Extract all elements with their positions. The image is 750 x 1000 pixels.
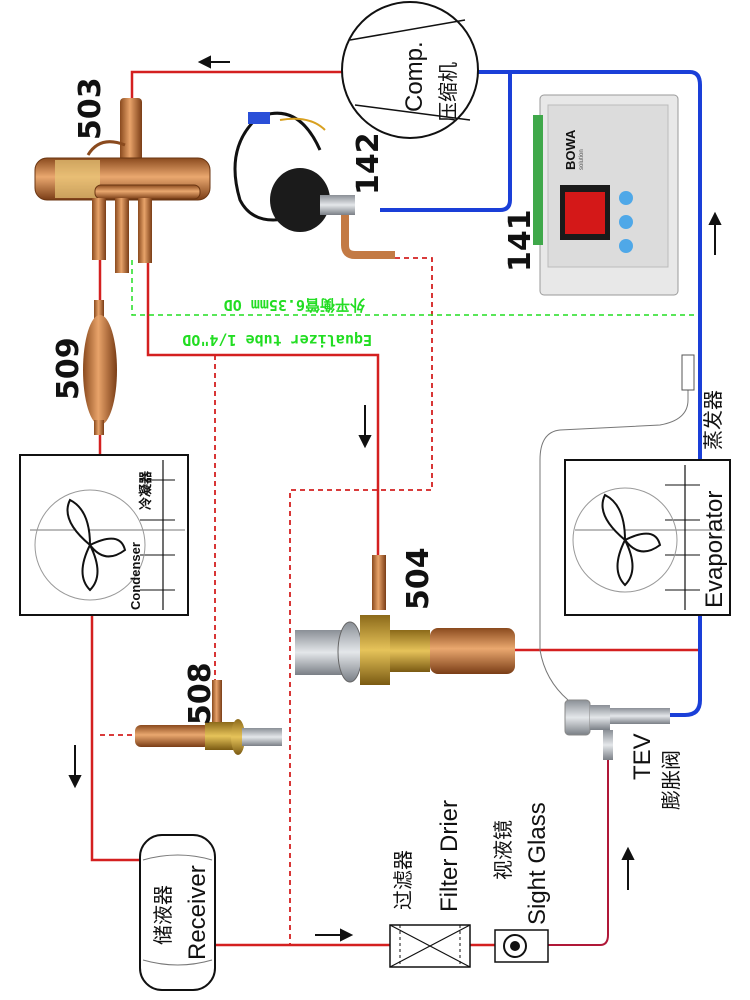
line-503-504 bbox=[146, 260, 380, 555]
equalizer-label-en: Equalizer tube 1/4"OD bbox=[182, 331, 372, 349]
pilot-line-142 bbox=[289, 257, 433, 945]
part-number-508: 508 bbox=[183, 662, 218, 725]
flow-arrow-up-tev bbox=[621, 846, 635, 890]
receiver-label-en: Receiver bbox=[184, 865, 211, 960]
part-number-503: 503 bbox=[73, 77, 108, 140]
sensor-capillary bbox=[539, 385, 689, 701]
flow-arrow-up-right bbox=[708, 211, 722, 255]
sight-glass bbox=[494, 929, 549, 963]
part-number-141: 141 bbox=[503, 209, 538, 272]
condenser-label-en: Condenser bbox=[128, 542, 143, 610]
part-number-504: 504 bbox=[401, 547, 436, 610]
filter-drier-label-cn: 过滤器 bbox=[391, 850, 415, 910]
part-number-509: 509 bbox=[51, 337, 86, 400]
filter-drier-label-en: Filter Drier bbox=[436, 800, 463, 912]
equalizer-line bbox=[131, 260, 695, 316]
line-sight-tev bbox=[548, 760, 609, 946]
compressor: Comp. 压缩机 bbox=[341, 1, 479, 139]
controller-141: BOWA solution bbox=[533, 94, 679, 296]
compressor-label-cn: 压缩机 bbox=[436, 62, 460, 122]
suction-line bbox=[478, 70, 702, 717]
sensor-bulb bbox=[681, 354, 695, 391]
flow-arrow-down-504 bbox=[358, 405, 372, 449]
evaporator-label-en: Evaporator bbox=[701, 491, 728, 608]
sight-glass-label-en: Sight Glass bbox=[524, 802, 551, 925]
flow-arrow-down-left bbox=[68, 745, 82, 789]
suction-to-142-line bbox=[380, 72, 512, 212]
filter-drier bbox=[389, 924, 471, 968]
sight-glass-label-cn: 视液镜 bbox=[491, 820, 515, 880]
tev-valve bbox=[564, 699, 670, 760]
condenser: Condenser 冷凝器 bbox=[19, 454, 189, 616]
valve-508 bbox=[135, 680, 282, 755]
evaporator-label-cn: 蒸发器 bbox=[701, 390, 725, 450]
solenoid-142 bbox=[233, 111, 395, 259]
receiver: 储液器 Receiver bbox=[139, 834, 216, 991]
line-condenser-receiver bbox=[90, 615, 140, 862]
evaporator: Evaporator bbox=[564, 459, 731, 616]
controller-brand: BOWA bbox=[563, 129, 578, 170]
valve-504 bbox=[295, 555, 515, 685]
compressor-label-en: Comp. bbox=[401, 41, 428, 112]
four-way-valve-503 bbox=[34, 98, 211, 273]
flow-arrow-top bbox=[197, 55, 230, 69]
flow-arrow-right-bottom bbox=[315, 928, 354, 942]
receiver-label-cn: 储液器 bbox=[151, 885, 175, 945]
part-number-142: 142 bbox=[351, 132, 386, 195]
condenser-label-cn: 冷凝器 bbox=[138, 470, 153, 510]
controller-sub: solution bbox=[579, 149, 585, 170]
muffler-509 bbox=[83, 300, 117, 435]
tev-label-cn: 膨胀阀 bbox=[659, 750, 683, 810]
tev-label-en: TEV bbox=[629, 733, 656, 780]
equalizer-label-cn: 外平衡管6.35mm OD bbox=[224, 296, 366, 314]
discharge-line bbox=[130, 70, 345, 105]
